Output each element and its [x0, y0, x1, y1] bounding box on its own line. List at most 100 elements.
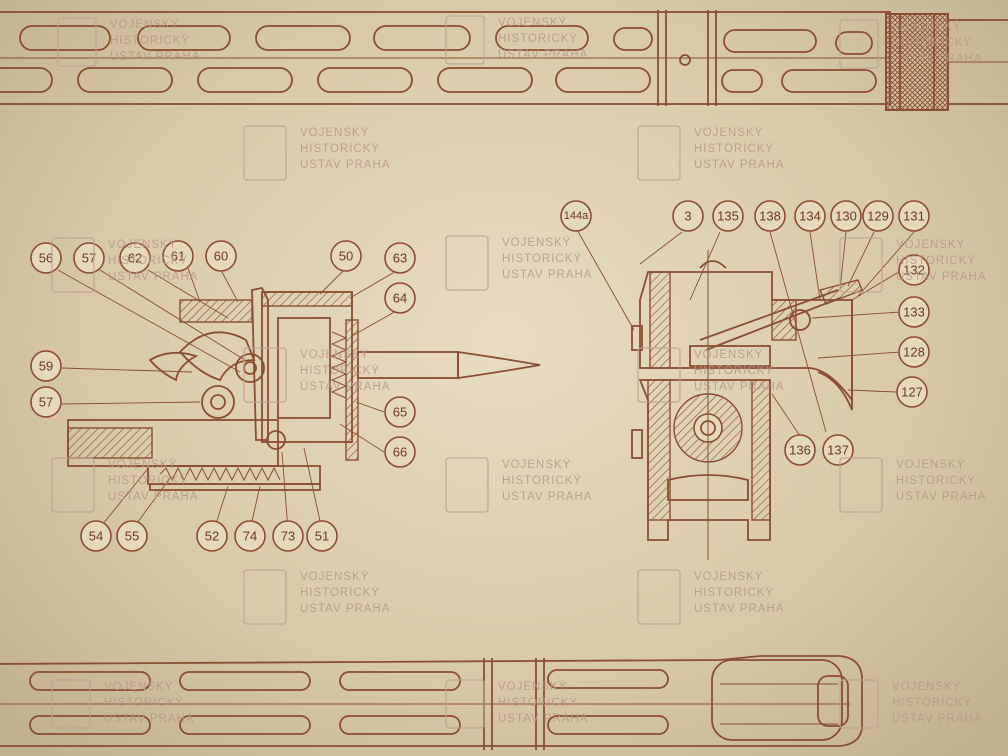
- watermark-line-1: VOJENSKÝ: [108, 238, 177, 251]
- lion-shield-icon: [445, 679, 485, 729]
- callout-label: 56: [39, 251, 53, 266]
- callout: 130: [830, 200, 862, 232]
- watermark: VOJENSKÝ HISTORICKÝ ÚSTAV PRAHA: [839, 679, 982, 729]
- watermark: VOJENSKÝ HISTORICKÝ ÚSTAV PRAHA: [243, 347, 389, 403]
- callout: 134: [794, 200, 826, 232]
- watermark-line-3: ÚSTAV PRAHA: [892, 52, 982, 65]
- callout-label: 60: [214, 249, 228, 264]
- watermark-line-2: HISTORICKÝ: [694, 142, 774, 155]
- lion-shield-icon: [51, 679, 91, 729]
- callout-label: 57: [39, 395, 53, 410]
- callout-label: 73: [281, 529, 295, 544]
- lion-shield-icon: [51, 237, 95, 293]
- watermark-line-1: VOJENSKÝ: [110, 18, 179, 31]
- callout-label: 134: [799, 209, 821, 224]
- watermark-line-2: HISTORICKÝ: [498, 32, 578, 45]
- callout: 50: [330, 240, 362, 272]
- callout-label: 135: [717, 209, 739, 224]
- callout: 57: [30, 386, 62, 418]
- watermark-line-1: VOJENSKÝ: [300, 126, 369, 139]
- watermark: VOJENSKÝ HISTORICKÝ ÚSTAV PRAHA: [51, 457, 197, 513]
- watermark: VOJENSKÝ HISTORICKÝ ÚSTAV PRAHA: [839, 19, 982, 69]
- callout-label: 74: [243, 529, 257, 544]
- watermark: VOJENSKÝ HISTORICKÝ ÚSTAV PRAHA: [445, 235, 591, 291]
- watermark-line-2: HISTORICKÝ: [892, 36, 972, 49]
- top-barrel-jacket: [0, 10, 1008, 111]
- watermark-line-3: ÚSTAV PRAHA: [300, 602, 390, 615]
- callout-label: 138: [759, 209, 781, 224]
- watermark-line-3: ÚSTAV PRAHA: [502, 490, 592, 503]
- callout: 136: [784, 434, 816, 466]
- watermark-line-3: ÚSTAV PRAHA: [896, 490, 986, 503]
- callout-label: 132: [903, 263, 925, 278]
- lion-shield-icon: [839, 19, 879, 69]
- lion-shield-icon: [243, 125, 287, 181]
- lion-shield-icon: [57, 17, 97, 67]
- watermark-line-2: HISTORICKÝ: [502, 474, 582, 487]
- callout: 3: [672, 200, 704, 232]
- lion-shield-icon: [839, 237, 883, 293]
- watermark: VOJENSKÝ HISTORICKÝ ÚSTAV PRAHA: [445, 679, 587, 729]
- watermark-line-3: ÚSTAV PRAHA: [104, 712, 194, 725]
- callout: 129: [862, 200, 894, 232]
- lion-shield-icon: [51, 457, 95, 513]
- watermark-line-2: HISTORICKÝ: [110, 34, 190, 47]
- callout-label: 55: [125, 529, 139, 544]
- callout: 66: [384, 436, 416, 468]
- callout-label: 52: [205, 529, 219, 544]
- watermark-line-2: HISTORICKÝ: [108, 254, 188, 267]
- watermark-line-3: ÚSTAV PRAHA: [694, 158, 784, 171]
- watermark-line-1: VOJENSKÝ: [104, 680, 173, 693]
- callout: 131: [898, 200, 930, 232]
- watermark: VOJENSKÝ HISTORICKÝ ÚSTAV PRAHA: [637, 569, 784, 625]
- watermark-line-2: HISTORICKÝ: [300, 142, 380, 155]
- watermark-line-3: ÚSTAV PRAHA: [892, 712, 982, 725]
- watermark: VOJENSKÝ HISTORICKÝ ÚSTAV PRAHA: [51, 679, 194, 729]
- callout-label: 129: [867, 209, 889, 224]
- watermark-line-3: ÚSTAV PRAHA: [694, 602, 784, 615]
- callout: 74: [234, 520, 266, 552]
- watermark-line-1: VOJENSKÝ: [892, 20, 961, 33]
- callout-label: 54: [89, 529, 103, 544]
- callout: 127: [896, 376, 928, 408]
- watermark-line-2: HISTORICKÝ: [502, 252, 582, 265]
- callout-label: 65: [393, 405, 407, 420]
- callout: 128: [898, 336, 930, 368]
- callout-label: 66: [393, 445, 407, 460]
- receiver-cross-section: [631, 250, 863, 560]
- callout: 63: [384, 242, 416, 274]
- watermark: VOJENSKÝ HISTORICKÝ ÚSTAV PRAHA: [243, 569, 390, 625]
- watermark-line-1: VOJENSKÝ: [694, 126, 763, 139]
- lion-shield-icon: [445, 15, 485, 65]
- watermark-line-3: ÚSTAV PRAHA: [300, 158, 390, 171]
- watermarks: VOJENSKÝ HISTORICKÝ ÚSTAV PRAHA VOJENSKÝ…: [51, 15, 986, 729]
- watermark-line-2: HISTORICKÝ: [108, 474, 188, 487]
- callout: 57: [73, 242, 105, 274]
- callout: 133: [898, 296, 930, 328]
- watermark-line-3: ÚSTAV PRAHA: [110, 50, 200, 63]
- callout-label: 130: [835, 209, 857, 224]
- watermark-line-3: ÚSTAV PRAHA: [896, 270, 986, 283]
- callout: 61: [162, 240, 194, 272]
- callouts-left: 56 57 62 61 60 50 63 64 59 57 65 66 54 5…: [30, 240, 416, 552]
- lion-shield-icon: [839, 679, 879, 729]
- callout-label: 137: [827, 443, 849, 458]
- lion-shield-icon: [839, 457, 883, 513]
- watermark: VOJENSKÝ HISTORICKÝ ÚSTAV PRAHA: [51, 237, 198, 293]
- callout-label: 61: [171, 249, 185, 264]
- callout-label: 136: [789, 443, 811, 458]
- watermark-line-2: HISTORICKÝ: [300, 586, 380, 599]
- watermark: VOJENSKÝ HISTORICKÝ ÚSTAV PRAHA: [637, 347, 783, 403]
- watermark-line-3: ÚSTAV PRAHA: [108, 270, 198, 283]
- lion-shield-icon: [445, 457, 489, 513]
- callout: 59: [30, 350, 62, 382]
- watermark: VOJENSKÝ HISTORICKÝ ÚSTAV PRAHA: [839, 237, 986, 293]
- callout-label: 3: [684, 209, 691, 224]
- callout: 137: [822, 434, 854, 466]
- watermark-line-2: HISTORICKÝ: [300, 364, 380, 377]
- watermark-line-1: VOJENSKÝ: [300, 348, 369, 361]
- callout-label: 131: [903, 209, 925, 224]
- callout: 55: [116, 520, 148, 552]
- watermark: VOJENSKÝ HISTORICKÝ ÚSTAV PRAHA: [243, 125, 390, 181]
- watermark-line-1: VOJENSKÝ: [502, 236, 571, 249]
